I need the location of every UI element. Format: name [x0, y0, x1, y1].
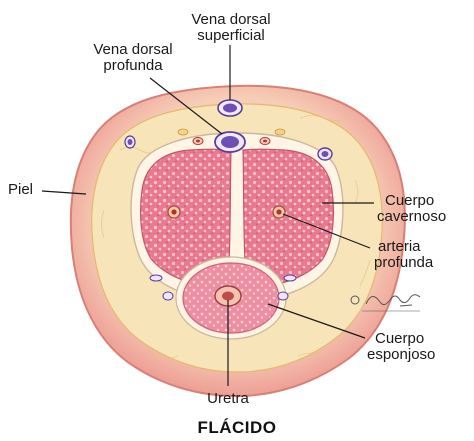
label-vena-dorsal-superficial: Vena dorsal superficial: [186, 12, 276, 44]
label-arteria-profunda-line2: profunda: [374, 255, 433, 271]
label-cuerpo-cavernoso: Cuerpo cavernoso: [377, 193, 446, 225]
label-arteria-profunda-line1: arteria: [374, 239, 433, 255]
deep-dorsal-vein: [215, 132, 245, 152]
figure-caption: FLÁCIDO: [0, 418, 474, 438]
label-vena-dorsal-superficial-line2: superficial: [186, 28, 276, 44]
label-vena-dorsal-profunda-line2: profunda: [88, 58, 178, 74]
label-vena-dorsal-profunda: Vena dorsal profunda: [88, 42, 178, 74]
label-vena-dorsal-superficial-line1: Vena dorsal: [186, 12, 276, 28]
label-cuerpo-esponjoso-line2: esponjoso: [367, 347, 435, 363]
label-piel: Piel: [8, 182, 33, 198]
label-cuerpo-cavernoso-line2: cavernoso: [377, 209, 446, 225]
label-vena-dorsal-profunda-line1: Vena dorsal: [88, 42, 178, 58]
label-cuerpo-esponjoso-line1: Cuerpo: [367, 331, 435, 347]
left-deep-artery: [168, 206, 180, 218]
label-cuerpo-cavernoso-line1: Cuerpo: [377, 193, 446, 209]
label-arteria-profunda: arteria profunda: [374, 239, 433, 271]
right-deep-artery: [273, 206, 285, 218]
label-uretra: Uretra: [196, 391, 260, 407]
label-cuerpo-esponjoso: Cuerpo esponjoso: [367, 331, 435, 363]
superficial-dorsal-vein: [218, 100, 242, 116]
